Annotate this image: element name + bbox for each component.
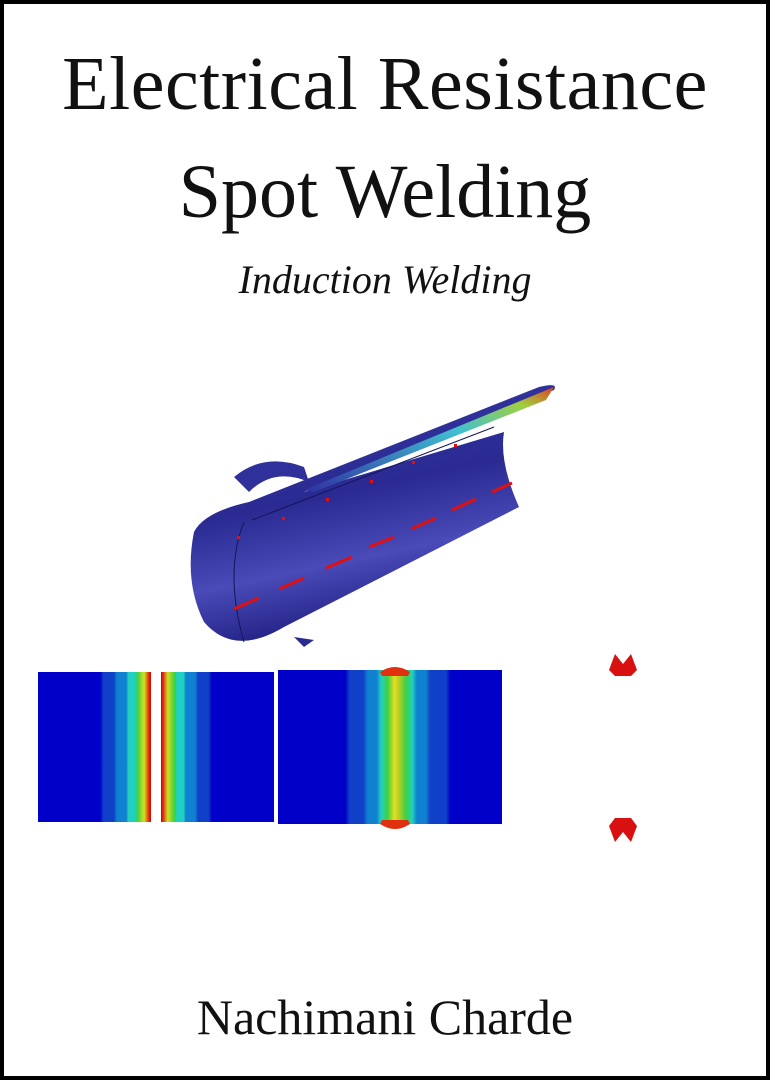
title-line-2: Spot Welding [178,150,592,234]
weld-stage-1-left-sheet [38,672,151,822]
book-cover: Electrical Resistance Spot Welding Induc… [4,4,766,1076]
weld-stage-2-panel [278,670,502,824]
title-line-1: Electrical Resistance [62,42,708,126]
author-name: Nachimani Charde [196,989,574,1045]
weld-stage-3-expulsion [609,654,637,842]
weld-stage-1-right-sheet [161,672,274,822]
subtitle: Induction Welding [238,257,532,302]
pipe-induction-illustration [190,385,555,647]
weld-stage-2-nugget-bulge [380,667,410,829]
